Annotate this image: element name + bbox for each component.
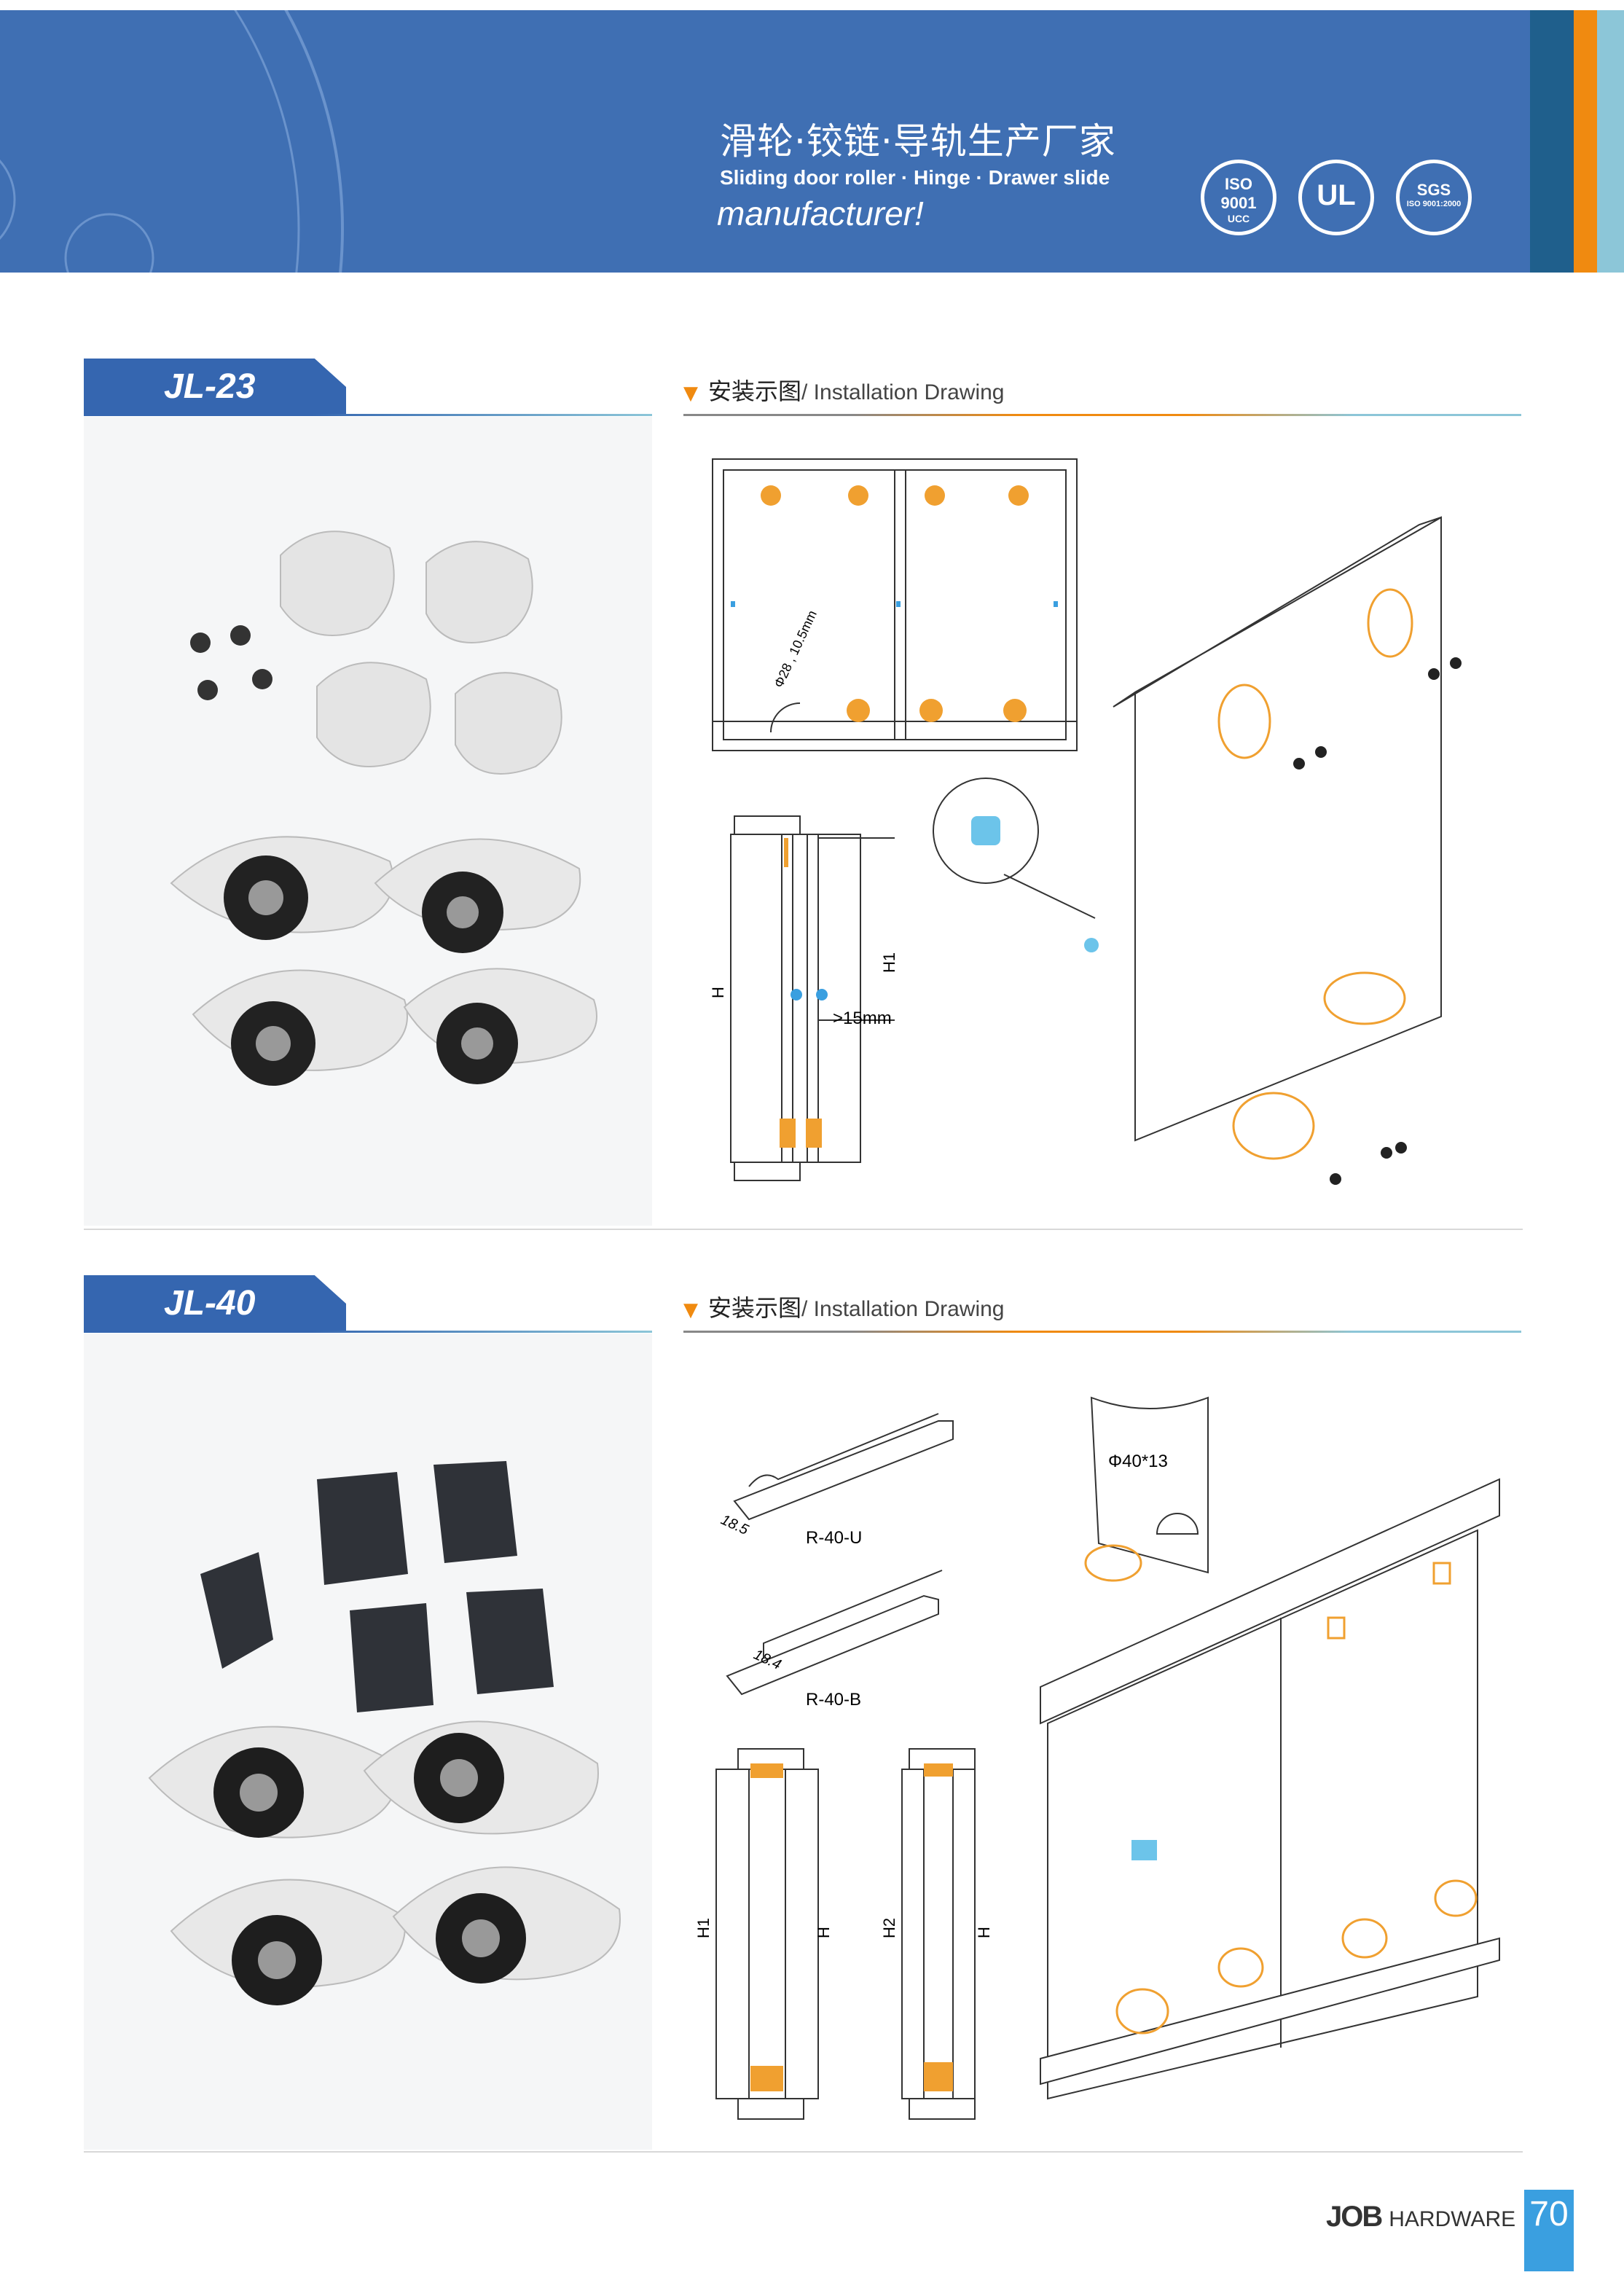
section-divider bbox=[84, 1229, 1523, 1230]
dim-hb-jl40: H bbox=[975, 1927, 993, 1938]
dim-h1-jl23: H1 bbox=[880, 952, 898, 973]
dim-hole-jl40: Φ40*13 bbox=[1108, 1452, 1168, 1471]
track-u-label: R-40-U bbox=[806, 1528, 862, 1548]
header-decoration bbox=[0, 10, 344, 273]
sgs-icon: SGS ISO 9001:2000 bbox=[1396, 160, 1472, 235]
dim-h1-jl40: H1 bbox=[694, 1918, 713, 1938]
triangle-icon: ▼ bbox=[683, 1299, 698, 1321]
product-photo-jl40 bbox=[84, 1334, 652, 2150]
installation-drawing-jl23: Φ28 , 10.5mm H H1 >15mm bbox=[709, 458, 1462, 1185]
dim-h-jl23: H bbox=[709, 987, 727, 998]
section-divider bbox=[84, 2151, 1523, 2153]
model-underline bbox=[84, 414, 652, 416]
model-tag-jl40: JL-40 bbox=[84, 1275, 346, 1332]
brand-logo: JOB bbox=[1326, 2201, 1383, 2233]
installation-drawing-jl40: 18.5 R-40-U 18.4 R-40-B Φ40*13 H1 H H2 H bbox=[694, 1396, 1500, 2120]
product-photo-jl23 bbox=[84, 417, 652, 1226]
product-photo-art bbox=[148, 1461, 621, 2005]
track-b-width: 18.4 bbox=[751, 1647, 784, 1673]
page-header: 滑轮·铰链·导轨生产厂家 Sliding door roller · Hinge… bbox=[0, 10, 1624, 273]
dim-h-jl40: H bbox=[815, 1927, 833, 1938]
triangle-icon: ▼ bbox=[683, 383, 698, 404]
page-number: 70 bbox=[1524, 2190, 1574, 2271]
ul-icon: UL bbox=[1298, 160, 1374, 235]
dim-gap-jl23: >15mm bbox=[833, 1009, 892, 1028]
model-underline bbox=[84, 1331, 652, 1333]
header-subtitle: manufacturer! bbox=[717, 195, 924, 232]
dim-hole-jl23: Φ28 , 10.5mm bbox=[771, 608, 819, 690]
install-underline bbox=[683, 414, 1521, 416]
install-heading-1: ▼安装示图/ Installation Drawing bbox=[683, 377, 1005, 405]
dim-h2-jl40: H2 bbox=[880, 1918, 898, 1938]
product-photo-art bbox=[170, 530, 597, 1086]
iso-9001-icon: ISO 9001 UCC bbox=[1201, 160, 1276, 235]
header-title-zh: 滑轮·铰链·导轨生产厂家 bbox=[720, 120, 1116, 162]
header-title-en: Sliding door roller · Hinge · Drawer sli… bbox=[720, 166, 1110, 189]
model-tag-jl23: JL-23 bbox=[84, 359, 346, 415]
track-b-label: R-40-B bbox=[806, 1690, 861, 1710]
install-heading-2: ▼安装示图/ Installation Drawing bbox=[683, 1294, 1005, 1322]
install-underline bbox=[683, 1331, 1521, 1333]
